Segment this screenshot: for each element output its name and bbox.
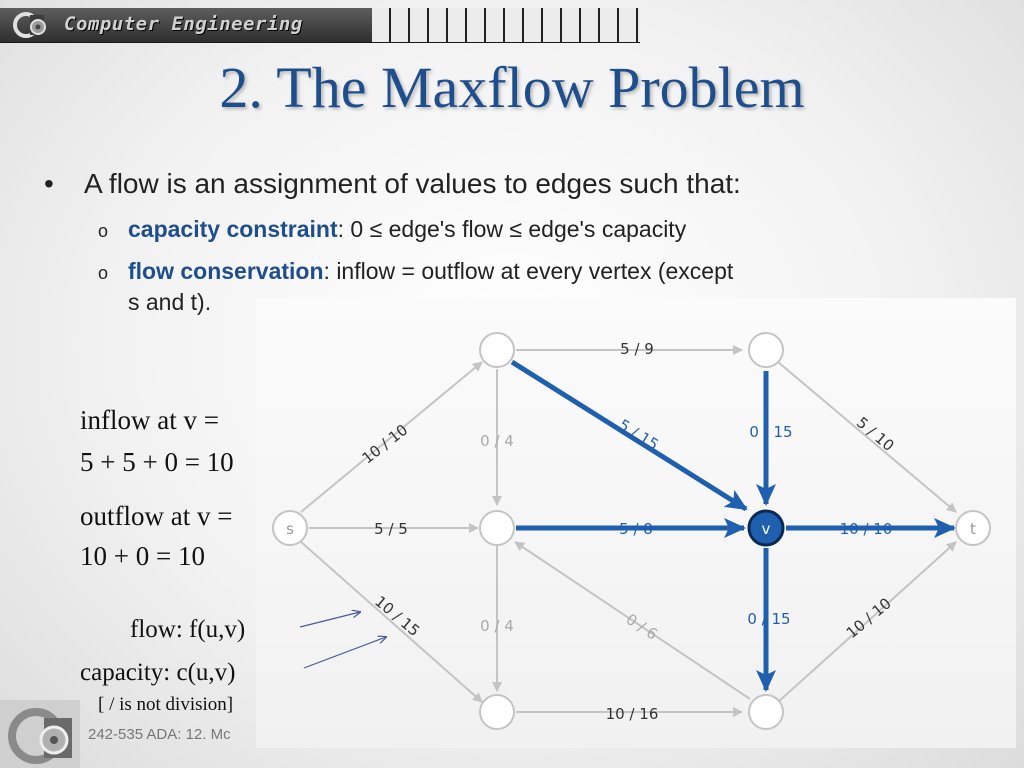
edge-label-c-d: 0 / 4 <box>480 617 514 635</box>
node-v-label: v <box>762 520 771 538</box>
edge-label-v-e: 0 / 15 <box>747 610 790 628</box>
edge-label-e-t: 10 / 10 <box>843 594 895 642</box>
conservation-text-cont: s and t). <box>128 289 212 315</box>
edge-label-a-b: 5 / 9 <box>620 340 654 358</box>
sub-bullet-circle-icon: o <box>98 221 109 241</box>
flow-definition: flow: f(u,v) <box>130 616 246 643</box>
header-banner: Computer Engineering <box>0 8 640 43</box>
edge-label-s-d: 10 / 15 <box>371 592 423 640</box>
edge-b-t <box>777 361 957 513</box>
inflow-calc: 5 + 5 + 0 = 10 <box>80 447 234 477</box>
edge-label-a-v: 5 / 15 <box>616 416 662 454</box>
slide-title: 2. The Maxflow Problem <box>219 55 805 120</box>
sub-bullet-capacity: o capacity constraint: 0 ≤ edge's flow ≤ … <box>98 212 978 248</box>
edge-label-s-a: 10 / 10 <box>359 421 412 468</box>
outflow-calc: 10 + 0 = 10 <box>80 541 205 571</box>
edge-label-a-c: 0 / 4 <box>480 432 514 450</box>
banner-title: Computer Engineering <box>64 13 303 35</box>
node-a <box>479 332 515 368</box>
edge-s-d <box>300 541 483 703</box>
edge-s-a <box>300 361 483 513</box>
node-e <box>748 694 784 730</box>
node-t <box>955 510 991 546</box>
edge-label-s-c: 5 / 5 <box>374 520 408 538</box>
sub-bullet-conservation: o flow conservation: inflow = outflow at … <box>98 254 978 290</box>
sub-bullet-circle-icon: o <box>98 263 109 283</box>
footer-gear-logo-icon <box>0 700 80 768</box>
flow-network-svg: s t v 10 / 10 5 / 9 5 / 10 0 / 4 5 / 15 … <box>272 332 991 730</box>
edge-label-d-e: 10 / 16 <box>606 705 659 723</box>
outflow-label: outflow at v = <box>80 501 233 531</box>
edge-a-v <box>510 359 748 512</box>
node-b <box>748 332 784 368</box>
bullet-main-text: A flow is an assignment of values to edg… <box>84 168 741 199</box>
banner-stripes <box>372 8 640 42</box>
gear-logo-icon <box>13 12 46 38</box>
edge-label-e-c: 0 / 6 <box>623 610 661 643</box>
capacity-definition: capacity: c(u,v) <box>80 659 236 686</box>
edge-e-t <box>777 541 957 703</box>
node-t-label: t <box>970 520 976 538</box>
flow-network-diagram: s t v 10 / 10 5 / 9 5 / 10 0 / 4 5 / 15 … <box>256 298 1016 748</box>
footer-text: 242-535 ADA: 12. Mc <box>88 726 231 743</box>
edge-label-b-t: 5 / 10 <box>853 413 898 455</box>
edge-e-c <box>514 541 751 700</box>
edge-label-c-v: 5 / 8 <box>619 520 653 538</box>
edge-label-b-v: 0 / 15 <box>749 423 792 441</box>
division-note: [ / is not division] <box>98 694 234 715</box>
node-d <box>479 694 515 730</box>
conservation-term: flow conservation <box>128 258 324 284</box>
conservation-text: : inflow = outflow at every vertex (exce… <box>323 258 734 284</box>
bullet-main: • A flow is an assignment of values to ed… <box>44 168 741 200</box>
edge-label-v-t: 10 / 10 <box>840 520 893 538</box>
bullet-dot-icon: • <box>44 168 54 199</box>
node-c <box>479 510 515 546</box>
capacity-text: : 0 ≤ edge's flow ≤ edge's capacity <box>337 216 687 242</box>
node-v <box>747 509 785 547</box>
node-s <box>272 510 308 546</box>
node-s-label: s <box>286 520 294 538</box>
inflow-label: inflow at v = <box>80 405 219 435</box>
capacity-term: capacity constraint <box>128 216 338 242</box>
